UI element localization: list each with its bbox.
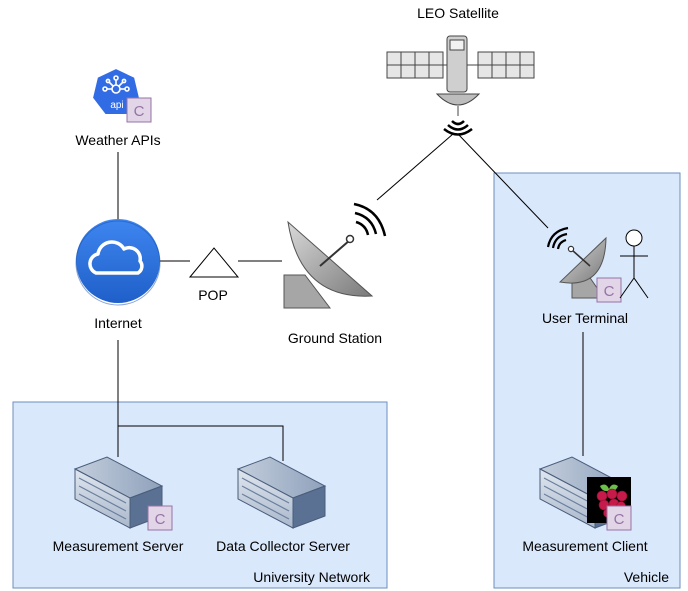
- pop-label: POP: [198, 287, 228, 303]
- measurement-server-icon: [73, 456, 164, 529]
- university-network-group-label: University Network: [253, 569, 370, 585]
- svg-text:C: C: [614, 511, 625, 528]
- internet-label: Internet: [94, 315, 142, 331]
- leo-satellite-label: LEO Satellite: [417, 5, 499, 21]
- ground-station-dish-icon: [283, 202, 387, 309]
- svg-text:C: C: [155, 511, 166, 528]
- measurement-server-badge: C: [147, 505, 173, 531]
- vehicle-group: [493, 172, 681, 589]
- pop-triangle-icon: [188, 247, 240, 278]
- weather-apis-label: Weather APIs: [75, 132, 161, 148]
- measurement-client-badge: C: [606, 505, 632, 531]
- cloud-icon: [75, 219, 161, 306]
- data-collector-server-label: Data Collector Server: [216, 538, 350, 554]
- api-icon-label: api: [110, 100, 123, 111]
- svg-text:C: C: [604, 283, 615, 300]
- data-collector-server-icon: [236, 456, 327, 529]
- university-network-group: [12, 401, 388, 589]
- svg-text:C: C: [134, 103, 145, 120]
- satellite-icon: [386, 35, 535, 136]
- measurement-client-label: Measurement Client: [522, 538, 648, 554]
- user-terminal-badge: C: [596, 277, 622, 303]
- measurement-server-label: Measurement Server: [52, 538, 184, 554]
- user-terminal-dish-icon: [546, 226, 607, 299]
- user-actor-icon: [619, 229, 649, 299]
- ground-station-label: Ground Station: [287, 330, 383, 346]
- connection-lines: [117, 133, 584, 461]
- vehicle-group-label: Vehicle: [623, 569, 669, 585]
- weather-apis-badge: C: [126, 97, 152, 123]
- user-terminal-label: User Terminal: [541, 310, 629, 326]
